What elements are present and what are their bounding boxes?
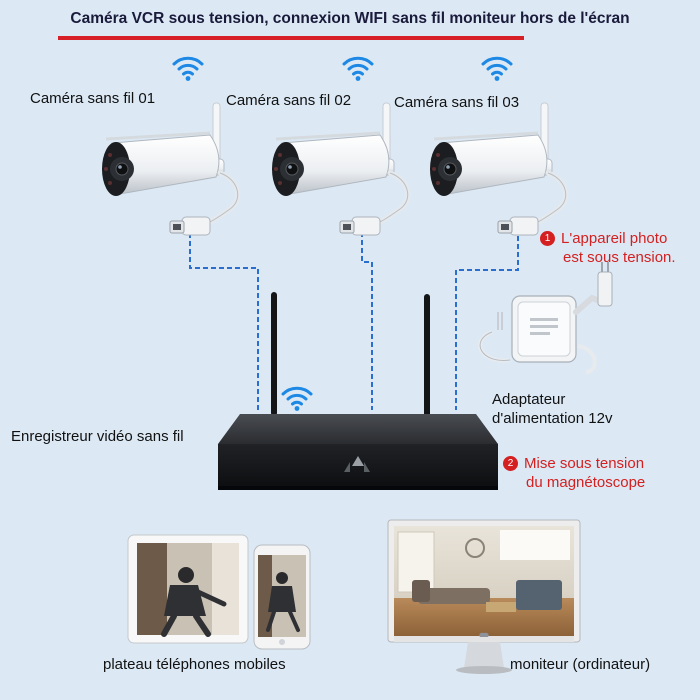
step-2-note: 2 Mise sous tension: [503, 455, 644, 472]
camera-icon: [102, 103, 238, 235]
camera-icon: [272, 103, 408, 235]
camera-1-label: Caméra sans fil 01: [30, 90, 156, 107]
nvr-icon: [218, 292, 498, 490]
step-1-line-2: est sous tension.: [563, 249, 676, 266]
monitor-label: moniteur (ordinateur): [510, 656, 651, 673]
camera-icon: [430, 103, 566, 235]
power-adapter-icon: [478, 262, 613, 374]
step-2-line-2: du magnétoscope: [526, 474, 646, 491]
phone-icon: [253, 544, 311, 650]
camera-3-label: Caméra sans fil 03: [394, 94, 520, 111]
adapter-label-line-1: Adaptateur: [492, 391, 566, 408]
step-1-line-1: L'appareil photo: [561, 230, 668, 247]
wifi-icon: [172, 56, 204, 83]
camera-2-label: Caméra sans fil 02: [226, 92, 352, 109]
title-underline: [58, 36, 524, 40]
wifi-icon: [342, 56, 374, 83]
monitor-icon: [387, 519, 581, 674]
nvr-label: Enregistreur vidéo sans fil: [11, 428, 184, 445]
adapter-label-line-2: d'alimentation 12v: [492, 410, 613, 427]
wifi-icon: [281, 386, 313, 413]
wifi-icon: [481, 56, 513, 83]
tablet-icon: [127, 534, 249, 644]
step-1-note: 1 L'appareil photo: [540, 230, 667, 247]
connection-cables: [189, 225, 519, 410]
step-2-number: 2: [503, 456, 518, 471]
step-1-number: 1: [540, 231, 555, 246]
page-title: Caméra VCR sous tension, connexion WIFI …: [70, 10, 630, 27]
step-2-line-1: Mise sous tension: [524, 455, 645, 472]
tablet-phone-label: plateau téléphones mobiles: [103, 656, 286, 673]
